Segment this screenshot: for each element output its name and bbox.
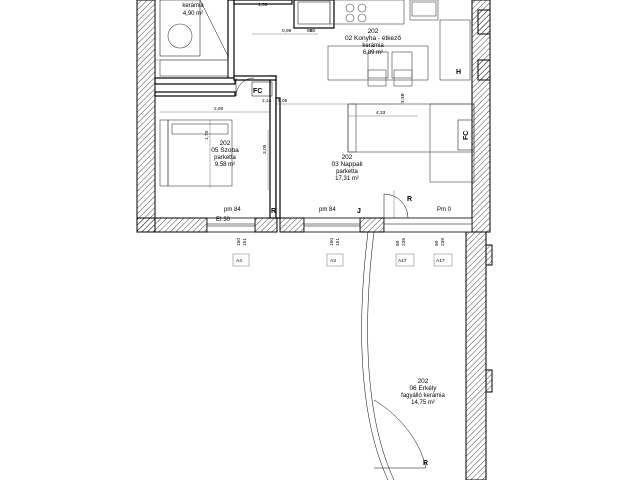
win-a17a-dim-b: 239	[401, 238, 407, 246]
win-a3-dim-b: 151	[335, 238, 341, 246]
window-tag-a17-2: A17	[436, 258, 445, 264]
bedroom-material: parketta	[214, 155, 236, 161]
bedroom-area: 9,58 m²	[215, 162, 235, 168]
bath-area: 4,90 m²	[183, 11, 203, 17]
living-material: parketta	[336, 169, 358, 175]
window-tag-a3: A3	[330, 258, 336, 264]
win-a4-dim-a: 160	[236, 238, 242, 246]
bedroom-name: 05 Szoba	[211, 147, 239, 154]
kitchen-name: 02 Konyha - étkező	[345, 35, 401, 42]
win-a17a-dim-a: 90	[395, 240, 401, 246]
dim-3-05: 3,05	[262, 144, 268, 154]
dim-2-14: 2,14	[262, 98, 272, 104]
dim-2-80: 2,80	[214, 106, 224, 112]
marker-j: J	[357, 208, 361, 215]
dim-1-15: 1,15	[400, 93, 406, 103]
dim-90: 90	[307, 28, 313, 34]
dim-5-05: 5,05	[278, 98, 288, 104]
dim-80: 80	[310, 28, 316, 34]
balcony: R 202 06 Erkély fagyálló kerámia 14,75 m…	[361, 231, 467, 480]
window-openings	[206, 217, 473, 233]
kitchen-area: 6,89 m²	[363, 50, 383, 56]
bathroom: kerámia 4,90 m²	[159, 0, 229, 77]
marker-r-door: R	[407, 196, 412, 203]
living-room: 4,33 1,15 FC 202 03 Nappali parketta 17,…	[319, 92, 475, 219]
win-a17b-dim-a: 90	[434, 240, 440, 246]
balcony-name: 06 Erkély	[409, 385, 437, 392]
dim-0-99: 0,99	[282, 28, 292, 34]
balcony-material: fagyálló kerámia	[401, 393, 445, 399]
fc-shaft: FC 2,14	[235, 77, 273, 104]
window-annotations: 160 151 150 151 90 239 90 239 A4 A3 A17 …	[232, 238, 453, 267]
guide-lines: 5,05 90	[155, 28, 402, 218]
level-pm0: Pm 0	[437, 207, 452, 213]
bedroom-number: 202	[220, 140, 231, 147]
bath-material: kerámia	[182, 3, 204, 9]
dim-1-35: 1,35	[258, 2, 268, 8]
balcony-number: 202	[418, 378, 429, 385]
label-ei30: EI 30	[216, 217, 231, 223]
win-a3-dim-a: 150	[329, 238, 335, 246]
marker-fc-top: FC	[253, 88, 262, 95]
living-number: 202	[342, 154, 353, 161]
window-tag-a17-1: A17	[398, 258, 407, 264]
kitchen-number: 202	[368, 28, 379, 35]
dim-1-70: 1,70	[204, 130, 210, 140]
dim-4-33: 4,33	[376, 110, 386, 116]
kitchen: H 0,99 80 1,35 202 02 Konyha - étkező ke…	[252, 0, 471, 87]
exterior-walls	[136, 0, 493, 480]
marker-r-balcony: R	[423, 460, 428, 467]
interior-walls	[154, 0, 335, 219]
win-a4-dim-b: 151	[242, 238, 248, 246]
marker-r-left: R	[271, 208, 276, 215]
win-a17b-dim-b: 239	[440, 238, 446, 246]
balcony-area: 14,75 m²	[411, 400, 435, 406]
kitchen-material: kerámia	[362, 43, 384, 49]
window-tag-a4: A4	[236, 258, 242, 264]
living-area: 17,31 m²	[335, 176, 359, 182]
marker-h: H	[456, 69, 461, 76]
marker-fc-right: FC	[463, 131, 470, 140]
living-name: 03 Nappali	[331, 161, 362, 168]
bedroom: 2,80 1,70 202 05 Szoba parketta 9,58 m² …	[159, 106, 276, 223]
level-pm84-mid: pm 84	[319, 207, 336, 213]
level-pm84-left: pm 84	[224, 207, 241, 213]
